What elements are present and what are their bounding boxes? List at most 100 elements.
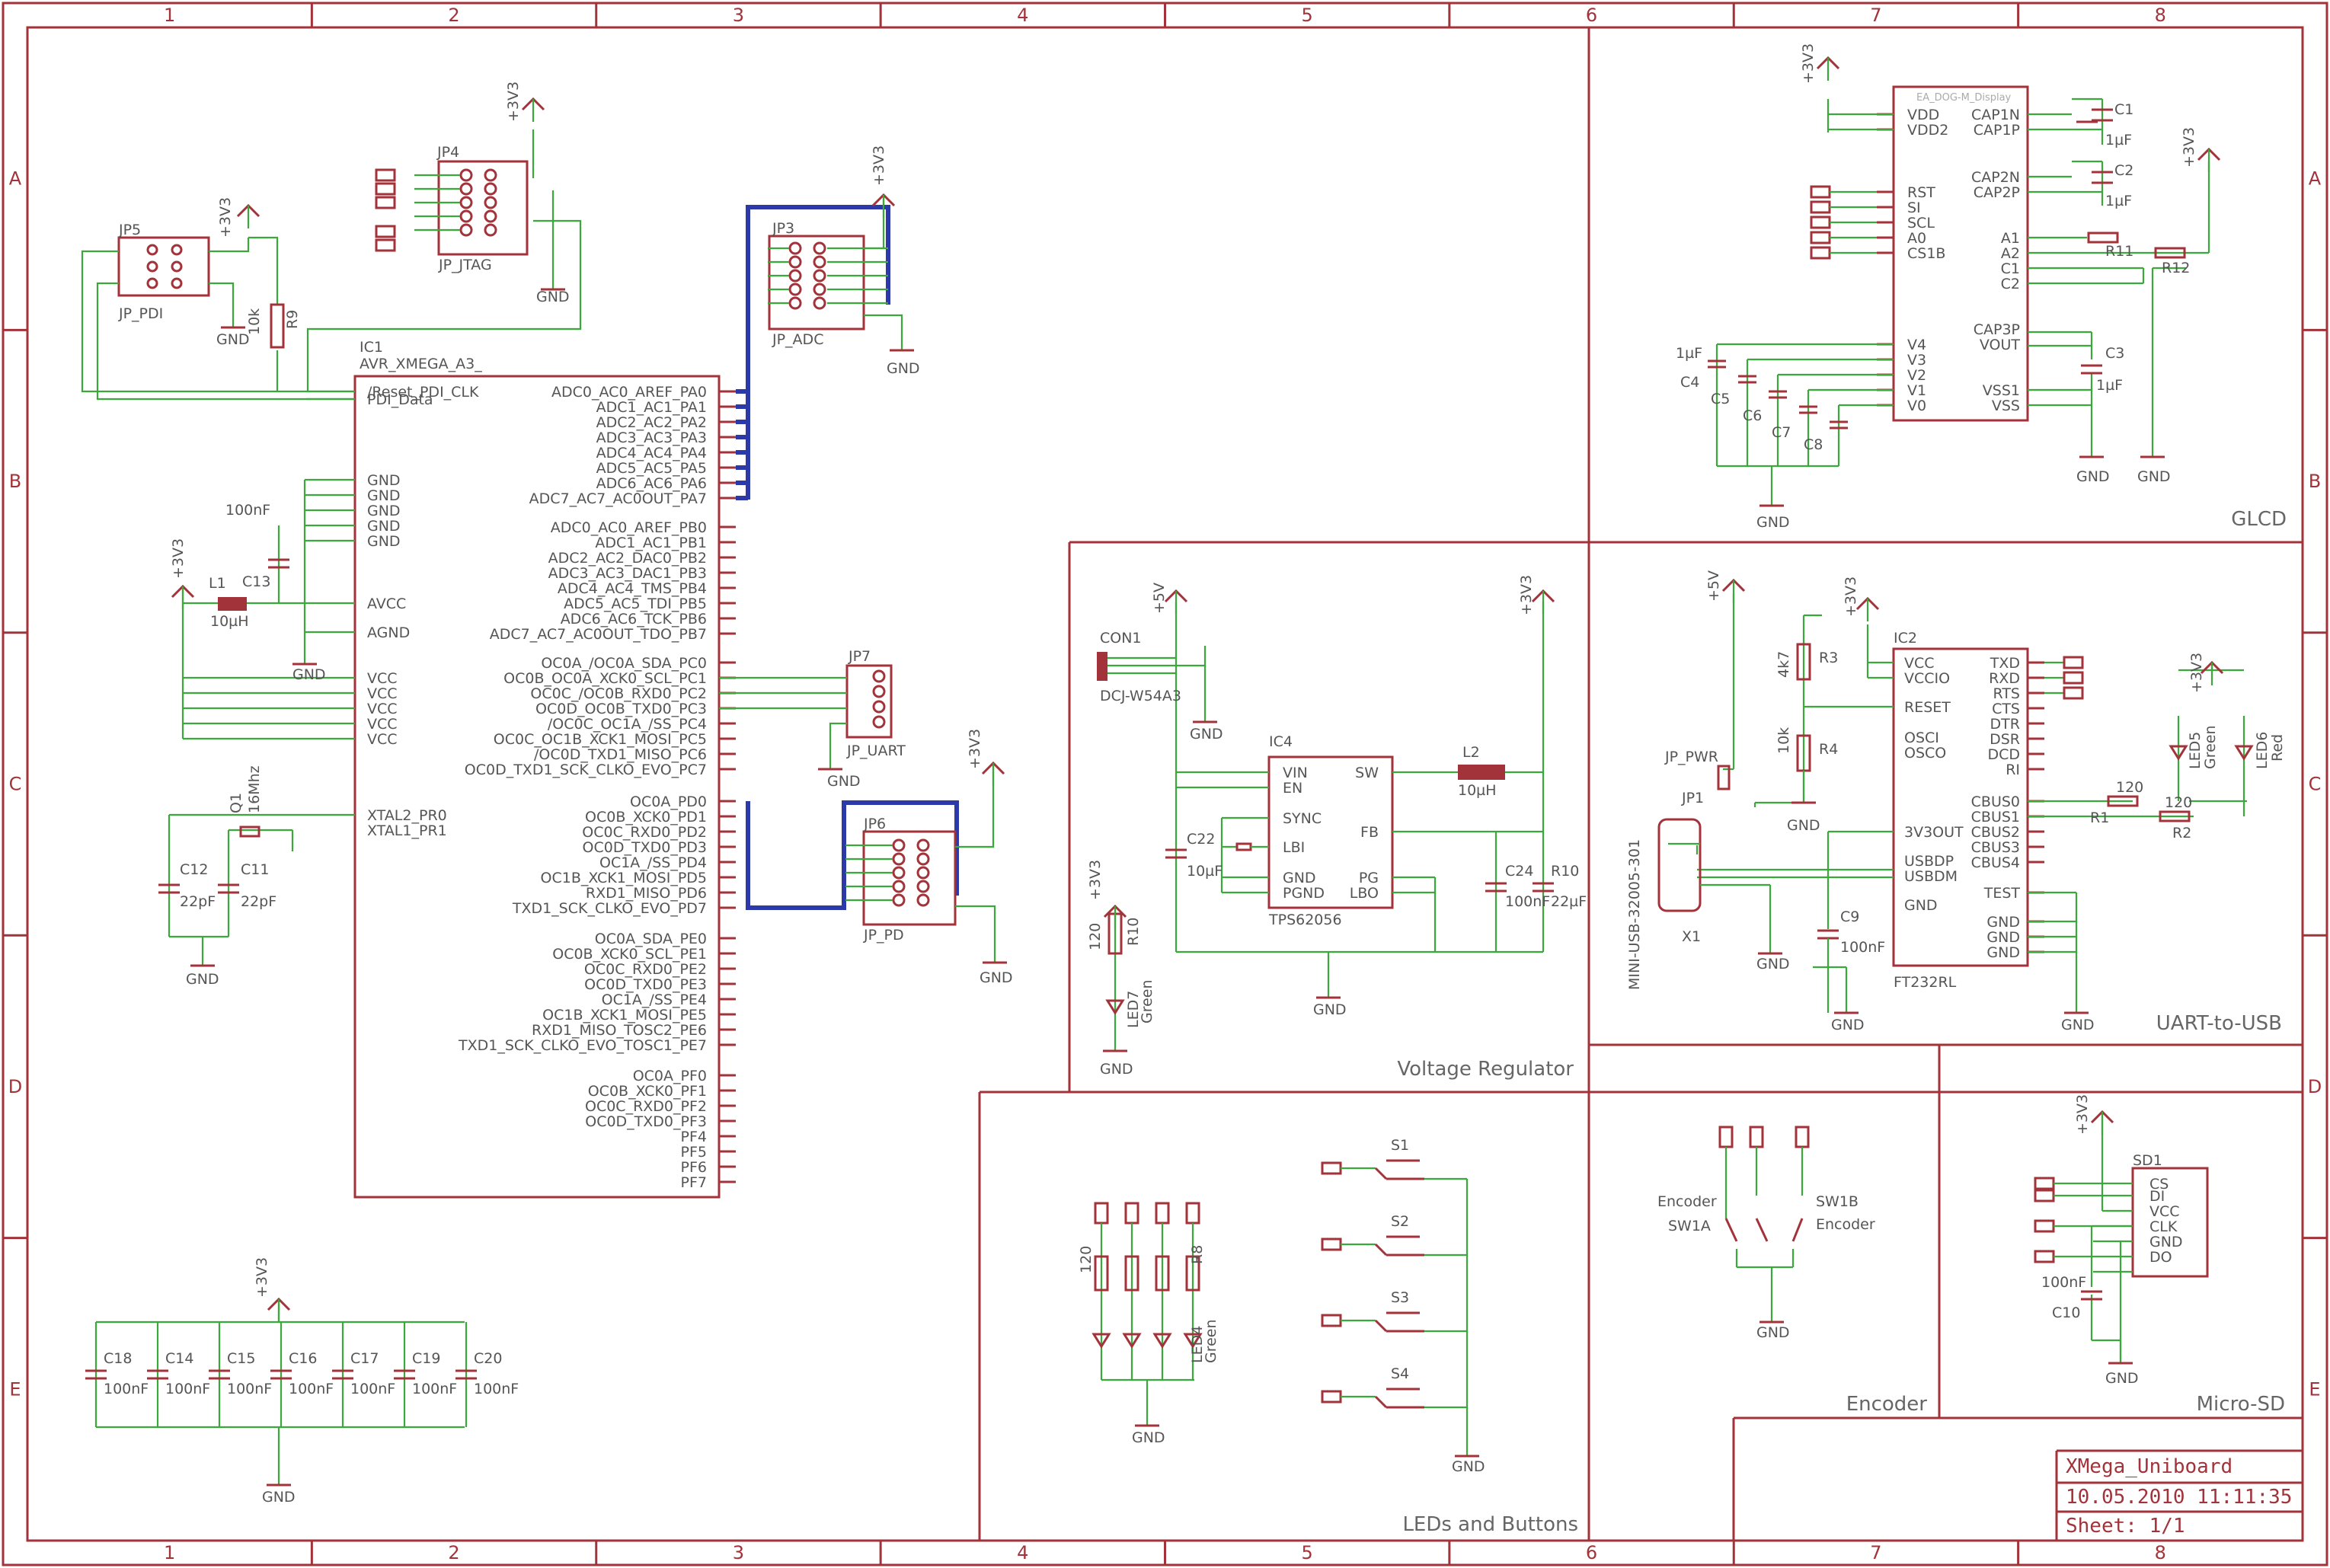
reg-left-pin: VIN [1283,765,1308,781]
section-title-uart-usb: UART-to-USB [2156,1012,2282,1035]
mcu-right-pin: ADC3_AC3_DAC1_PB3 [548,565,707,582]
usb-right-pin: RI [2006,762,2020,778]
encoder: Encoder SW1A SW1B Encoder GND [1657,1126,1875,1341]
connector-jp6: JP6 JP_PD +3V3 GND [845,729,1013,986]
gnd-glcd-2: GND [2137,468,2171,485]
led-r-value: 120 [1078,1246,1095,1273]
mcu-right-pin: OC0B_XCK0_PD1 [585,809,707,826]
column-marker: 1 [164,1542,175,1563]
reg-right-pin: SW [1355,765,1379,781]
decoupling-caps: C18100nFC14100nFC15100nFC16100nFC17100nF… [85,1257,519,1506]
gnd-reg-2: GND [1313,1001,1347,1018]
mcu-right-pin: PF5 [681,1144,707,1161]
gnd-usb-2: GND [1756,956,1790,972]
mcu-left-pin: XTAL1_PR1 [367,822,447,839]
c22-value: 10µF [1187,863,1223,880]
mcu-right-pin: ADC1_AC1_PB1 [595,535,707,551]
glcd-left-pin: V0 [1907,398,1926,414]
mcu-right-pin: TXD1_SCK_CLKO_EVO_TOSC1_PE7 [458,1037,707,1054]
glcd-display: EA_DOG-M_Display VDDVDD2RSTSISCLA0CS1BV4… [1676,43,2210,531]
column-marker: 5 [1302,5,1313,26]
net-v33-glcd-2: +3V3 [2181,127,2197,168]
usb-right-pin: CBUS4 [1971,854,2020,871]
r1-ref: R1 [2090,810,2109,826]
usb-right-pin: RTS [1993,685,2021,702]
mcu-right-pin: OC0D_OC0B_TXD0_PC3 [535,701,707,717]
column-marker: 6 [1586,5,1597,26]
mcu-right-pin: OC0D_TXD0_PD3 [583,839,707,856]
usb-right-pin: CTS [1992,701,2020,717]
mcu-left-pin: GND [367,487,401,504]
glcd-right-pin: CAP3P [1974,321,2020,338]
gnd-jp5: GND [216,331,250,348]
r4-value: 10k [1775,727,1792,754]
mcu-left-pin: VCC [367,685,398,702]
row-marker: A [9,168,22,190]
svg-text:1µF: 1µF [2096,377,2123,394]
net-v33-jp6: +3V3 [967,729,983,769]
mcu-right-pin: ADC6_AC6_PA6 [596,475,707,492]
con1-part: DCJ-W54A3 [1100,688,1181,704]
mcu-right-pin: OC1B_XCK1_MOSI_PE5 [542,1007,707,1024]
svg-text:C4: C4 [1680,374,1699,391]
svg-text:1µF: 1µF [2105,193,2132,209]
gnd-led7: GND [1100,1061,1133,1078]
switch-label: S2 [1391,1213,1409,1230]
glcd-left-pin: V4 [1907,337,1926,353]
net-v33-l1: +3V3 [170,538,187,579]
net-v33-jp5: +3V3 [217,197,234,238]
gnd-encoder: GND [1756,1324,1790,1341]
mcu-right-pin: ADC6_AC6_TCK_PB6 [561,611,707,628]
row-marker: E [9,1378,21,1400]
reg-left-pin: LBI [1283,839,1305,856]
usb-left-pin: USBDM [1904,868,1958,885]
gnd-usb-4: GND [2061,1017,2095,1033]
mcu-right-pin: PF4 [681,1129,707,1145]
svg-text:C3: C3 [2105,345,2124,362]
led7-ref: LED7 [1125,991,1142,1028]
mcu-right-pin: OC0C_OC1B_XCK1_MOSI_PC5 [494,731,707,748]
glcd-right-pin: CAP1N [1971,107,2020,123]
row-marker: D [8,1076,22,1097]
inductor-l1 [218,597,247,611]
mcu-right-pin: ADC0_AC0_AREF_PB0 [551,519,707,536]
connector-jp5: JP5 JP_PDI 10k R9 +3V3 GND [81,197,582,401]
con1-ref: CON1 [1100,630,1142,647]
svg-text:1µF: 1µF [2105,132,2132,148]
usb-right-pin: CBUS2 [1971,824,2020,841]
gnd-jp6: GND [980,969,1013,986]
net-v33-decoup: +3V3 [254,1257,270,1298]
usb-right-pin: TXD [1990,655,2020,672]
mcu-right-pin: PF6 [681,1159,707,1176]
switch-label: S1 [1391,1137,1409,1154]
decoup-cap-ref: C18 [104,1350,132,1367]
svg-text:1µF: 1µF [1676,345,1702,362]
jp1-label: JP1 [1681,790,1704,806]
c11-value: 22pF [241,893,276,910]
title-block-sheet: Sheet: 1/1 [2066,1515,2185,1538]
r8-ref: R8 [1189,1245,1206,1264]
mcu-left-pin: GND [367,518,401,535]
svg-text:C7: C7 [1772,424,1791,441]
led4-color: Green [1203,1319,1219,1363]
net-v33-sd: +3V3 [2074,1094,2091,1135]
section-title-encoder: Encoder [1846,1393,1928,1416]
decoup-cap-ref: C15 [227,1350,255,1367]
mcu-right-pin: OC0C_RXD0_PF2 [585,1098,707,1115]
r3-ref: R3 [1819,650,1838,666]
mcu-right-pin: ADC2_AC2_PA2 [596,414,707,431]
glcd-left-pin: V1 [1907,382,1926,399]
mcu-left-pin: VCC [367,731,398,748]
switch-label: S4 [1391,1365,1409,1382]
jp6-name: JP_PD [863,927,904,944]
glcd-right-pin: C2 [2001,276,2020,292]
glcd-right-pin: VSS1 [1983,382,2020,399]
usb-left-pin: GND [1904,897,1938,914]
decoup-cap-value: 100nF [350,1381,395,1397]
sd-pin: DI [2149,1188,2165,1205]
row-marker: D [2308,1076,2322,1097]
usb-left-pin: 3V3OUT [1904,824,1964,841]
usb-right-pin: RXD [1989,670,2020,687]
gnd-glcd-1: GND [2076,468,2110,485]
